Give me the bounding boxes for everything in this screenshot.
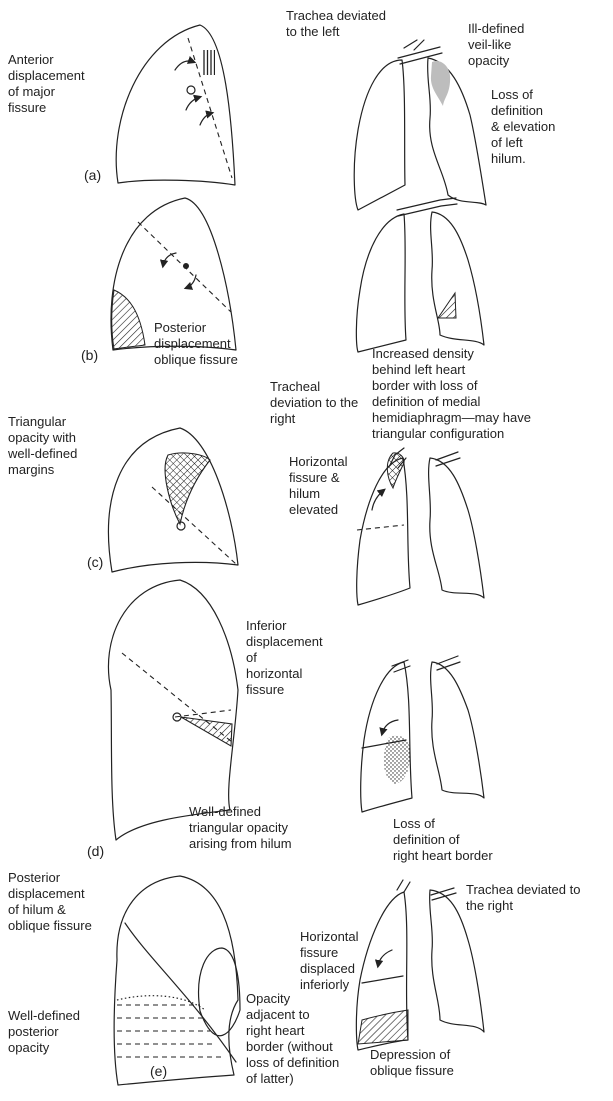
- lateral-lung-outline: [116, 25, 235, 185]
- displacement-arrow-2: [186, 275, 196, 288]
- displaced-oblique-fissure: [125, 923, 236, 1062]
- horizontal-fissure-line: [357, 525, 404, 530]
- panel-a: [116, 25, 486, 210]
- panel-c-trachea-text: Tracheal deviation to the right: [270, 379, 362, 426]
- stippled-opacity: [384, 736, 410, 784]
- panel-e-depression-text: Depression of oblique fissure: [370, 1047, 454, 1078]
- panel-b-density-text: Increased density behind left heart bord…: [372, 346, 535, 441]
- hilum-circle: [177, 522, 185, 530]
- elevation-arrow: [372, 490, 384, 510]
- panel-e-posterior-text: Well-defined posterior opacity: [8, 1008, 84, 1055]
- panel-d: [108, 580, 484, 840]
- panel-a-trachea-text: Trachea deviated to the left: [286, 8, 390, 39]
- trachea-lines: [397, 198, 457, 216]
- retrocardiac-opacity: [438, 293, 456, 318]
- panel-d-label: (d): [87, 843, 104, 859]
- panel-c-opacity-text: Triangular opacity with well-defined mar…: [7, 414, 81, 477]
- descending-arrow: [378, 950, 392, 966]
- panel-b-fissure-text: Posterior displacement oblique fissure: [154, 320, 238, 367]
- displacement-arrow-1: [163, 253, 176, 266]
- descending-arrow: [382, 720, 398, 734]
- right-lung-outline: [354, 60, 405, 210]
- hatched-opacity: [203, 50, 215, 75]
- displacement-arrow-1: [175, 61, 194, 70]
- panel-e-opacity-text: Opacity adjacent to right heart border (…: [246, 991, 343, 1086]
- lateral-lung-outline: [108, 580, 238, 840]
- panel-b-label: (b): [81, 347, 98, 363]
- panel-c-label: (c): [87, 554, 103, 570]
- trachea-lines: [397, 880, 456, 900]
- panel-e-label: (e): [150, 1063, 167, 1079]
- posterior-opacity: [112, 290, 145, 349]
- panel-d-heart-text: Loss of definition of right heart border: [393, 816, 493, 863]
- apical-opacity: [165, 453, 210, 524]
- right-lung-outline: [356, 214, 406, 352]
- panel-e-hilum-text: Posterior displacement of hilum & obliqu…: [8, 870, 92, 933]
- horizontal-fissure-line: [175, 710, 231, 717]
- panel-a-opacity-text: Ill-defined veil-like opacity: [468, 21, 528, 68]
- posterior-opacity-dots: [117, 996, 205, 1010]
- veil-opacity: [431, 61, 450, 106]
- left-lung-outline: [431, 212, 484, 345]
- panel-d-opacity-text: Well-defined triangular opacity arising …: [189, 804, 292, 851]
- horizontal-fissure-line: [362, 976, 403, 983]
- depressed-oblique-opacity: [358, 1010, 408, 1044]
- panel-e-fissure-text: Horizontal fissure displaced inferiorly: [300, 929, 362, 992]
- panel-d-fissure-text: Inferior displacement of horizontal fiss…: [246, 618, 326, 697]
- oblique-fissure-line: [152, 487, 236, 564]
- panel-a-label: (a): [84, 167, 101, 183]
- hilum-dot: [183, 263, 189, 269]
- trachea-lines: [392, 656, 460, 672]
- hilar-opacity: [199, 948, 240, 1036]
- right-lung-outline: [361, 662, 412, 812]
- posterior-opacity-lines: [117, 1005, 222, 1057]
- panel-a-left-text: Anterior displacement of major fissure: [8, 52, 88, 115]
- triangular-opacity: [181, 717, 232, 746]
- apical-opacity: [387, 453, 404, 488]
- right-lung-outline: [357, 458, 410, 605]
- panel-e-trachea-text: Trachea deviated to the right: [466, 882, 584, 913]
- panel-c-fissure-text: Horizontal fissure & hilum elevated: [289, 454, 351, 517]
- hilum-circle: [187, 86, 195, 94]
- displacement-arrow-2: [186, 97, 200, 110]
- left-lung-outline: [431, 662, 484, 798]
- panel-a-hilum-text: Loss of definition & elevation of left h…: [491, 87, 559, 166]
- lateral-lung-outline: [114, 876, 238, 1085]
- displacement-arrow-3: [200, 113, 212, 125]
- left-lung-outline: [429, 458, 484, 598]
